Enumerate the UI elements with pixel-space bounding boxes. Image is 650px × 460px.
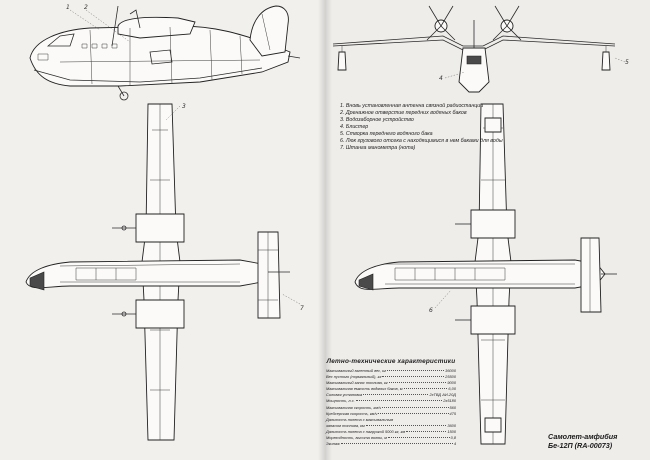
spec-row: запасом топлива, км 3600 bbox=[326, 423, 456, 429]
spec-value: 6,00 bbox=[448, 386, 456, 392]
legend-item: 4. Блистер bbox=[340, 124, 369, 130]
spec-row: Экипаж 4 bbox=[326, 441, 456, 447]
spec-value: 1500 bbox=[447, 428, 456, 434]
book-gutter bbox=[318, 0, 332, 460]
spec-label: Мощность, л.с. bbox=[326, 398, 355, 404]
spec-value: 0,8 bbox=[450, 435, 456, 441]
caption-line: Самолет-амфибия bbox=[548, 432, 618, 441]
spec-dots bbox=[382, 376, 445, 378]
spec-row: Дальность полета с максимальным bbox=[326, 417, 456, 423]
spec-value: 3600 bbox=[447, 422, 456, 428]
callout-1: 1 bbox=[66, 4, 70, 11]
spec-label: Экипаж bbox=[326, 441, 340, 447]
legend-item: 5. Створка переднего водяного бака bbox=[340, 131, 433, 137]
spec-label: Максимальный взлетный вес, кг bbox=[326, 368, 387, 373]
callout-legend: 1. Вновь установленная антенна связной р… bbox=[340, 103, 505, 152]
spec-dots bbox=[387, 437, 450, 439]
bottom-view-aircraft: 6 bbox=[355, 104, 617, 444]
side-and-top-view-drawing: 1 2 bbox=[0, 4, 304, 460]
spec-label: Максимальная емкость водяных баков, м bbox=[326, 386, 403, 392]
callout-4: 4 bbox=[439, 75, 443, 82]
spec-label: Дальность полета с максимальным bbox=[326, 416, 394, 422]
spec-dots bbox=[387, 370, 445, 371]
front-and-bottom-view-drawing: 4 5 bbox=[325, 0, 629, 460]
spec-dots bbox=[363, 394, 429, 396]
spec-label: Дальность полета с нагрузкой 5000 кг, км bbox=[326, 428, 406, 434]
legend-item: 3. Водозаборное устройство bbox=[340, 117, 414, 123]
spec-dots bbox=[340, 443, 453, 445]
specifications-title: Летно-технические характеристики bbox=[326, 358, 456, 365]
legend-item: 2. Дренажное отверстие передних водяных … bbox=[340, 110, 467, 116]
spec-dots bbox=[382, 406, 449, 408]
callout-7: 7 bbox=[300, 305, 304, 312]
spec-value: 2хТВД АИ-20Д bbox=[429, 392, 456, 398]
spec-value: 4 bbox=[453, 441, 456, 447]
spec-value: 9000 bbox=[447, 380, 456, 386]
spec-dots bbox=[388, 382, 447, 384]
spec-row: Мощность, л.с. 2х5180 bbox=[326, 398, 456, 404]
spec-value: 2х5180 bbox=[443, 398, 456, 404]
spec-dots bbox=[355, 400, 443, 402]
callout-2: 2 bbox=[84, 4, 88, 11]
callout-3: 3 bbox=[182, 103, 186, 110]
spec-value: 25500 bbox=[445, 374, 456, 380]
spec-value: 560 bbox=[449, 404, 457, 410]
spec-value: 36000 bbox=[445, 368, 456, 373]
spec-label: Вес пустого (нормальный), кг bbox=[326, 374, 382, 380]
spec-row: Силовая установка 2хТВД АИ-20Д bbox=[326, 392, 456, 398]
spec-label: Максимальный запас топлива, кг bbox=[326, 380, 388, 386]
caption-line: Бе-12П (RA-00073) bbox=[548, 441, 613, 450]
spec-dots bbox=[403, 388, 448, 390]
figure-caption: Самолет-амфибия Бе-12П (RA-00073) bbox=[548, 432, 648, 450]
left-page: 1 2 bbox=[0, 4, 304, 460]
spec-dots bbox=[378, 412, 449, 414]
spec-label: запасом топлива, км bbox=[326, 422, 365, 428]
spec-dots bbox=[406, 430, 447, 432]
legend-item: 6. Люк грузового отсека с находящимися в… bbox=[340, 138, 503, 144]
callout-5: 5 bbox=[625, 59, 629, 66]
spec-row: Крейсерская скорость, км/ч 475 bbox=[326, 411, 456, 417]
spec-row: Вес пустого (нормальный), кг 25500 bbox=[326, 374, 456, 380]
spec-label: Максимальная скорость, км/ч bbox=[326, 404, 382, 410]
spec-label: Мореходность, высота волны, м bbox=[326, 435, 387, 441]
legend-item: 7. Штанга манометра (нота) bbox=[340, 145, 416, 151]
side-view-aircraft: 1 2 bbox=[30, 4, 300, 100]
callout-6: 6 bbox=[429, 307, 433, 314]
spec-label: Силовая установка bbox=[326, 392, 363, 398]
right-page: 4 5 bbox=[325, 0, 650, 460]
top-view-aircraft: 3 7 bbox=[26, 103, 304, 440]
spec-row: Дальность полета с нагрузкой 5000 кг, км… bbox=[326, 429, 456, 435]
spec-row: Максимальный запас топлива, кг 9000 bbox=[326, 380, 456, 386]
spec-value: 475 bbox=[449, 410, 457, 416]
spec-dots bbox=[365, 424, 447, 426]
spec-row: Максимальный взлетный вес, кг 36000 bbox=[326, 368, 456, 374]
spec-row: Максимальная емкость водяных баков, м 6,0… bbox=[326, 386, 456, 392]
spec-row: Мореходность, высота волны, м 0,8 bbox=[326, 435, 456, 441]
legend-item: 1. Вновь установленная антенна связной р… bbox=[340, 103, 484, 109]
spec-label: Крейсерская скорость, км/ч bbox=[326, 410, 378, 416]
specifications-table: Летно-технические характеристики Максима… bbox=[326, 358, 456, 447]
front-view-aircraft: 4 5 bbox=[333, 6, 629, 92]
spec-row: Максимальная скорость, км/ч 560 bbox=[326, 405, 456, 411]
specifications-rows: Максимальный взлетный вес, кг 36000 Вес п… bbox=[326, 368, 456, 447]
